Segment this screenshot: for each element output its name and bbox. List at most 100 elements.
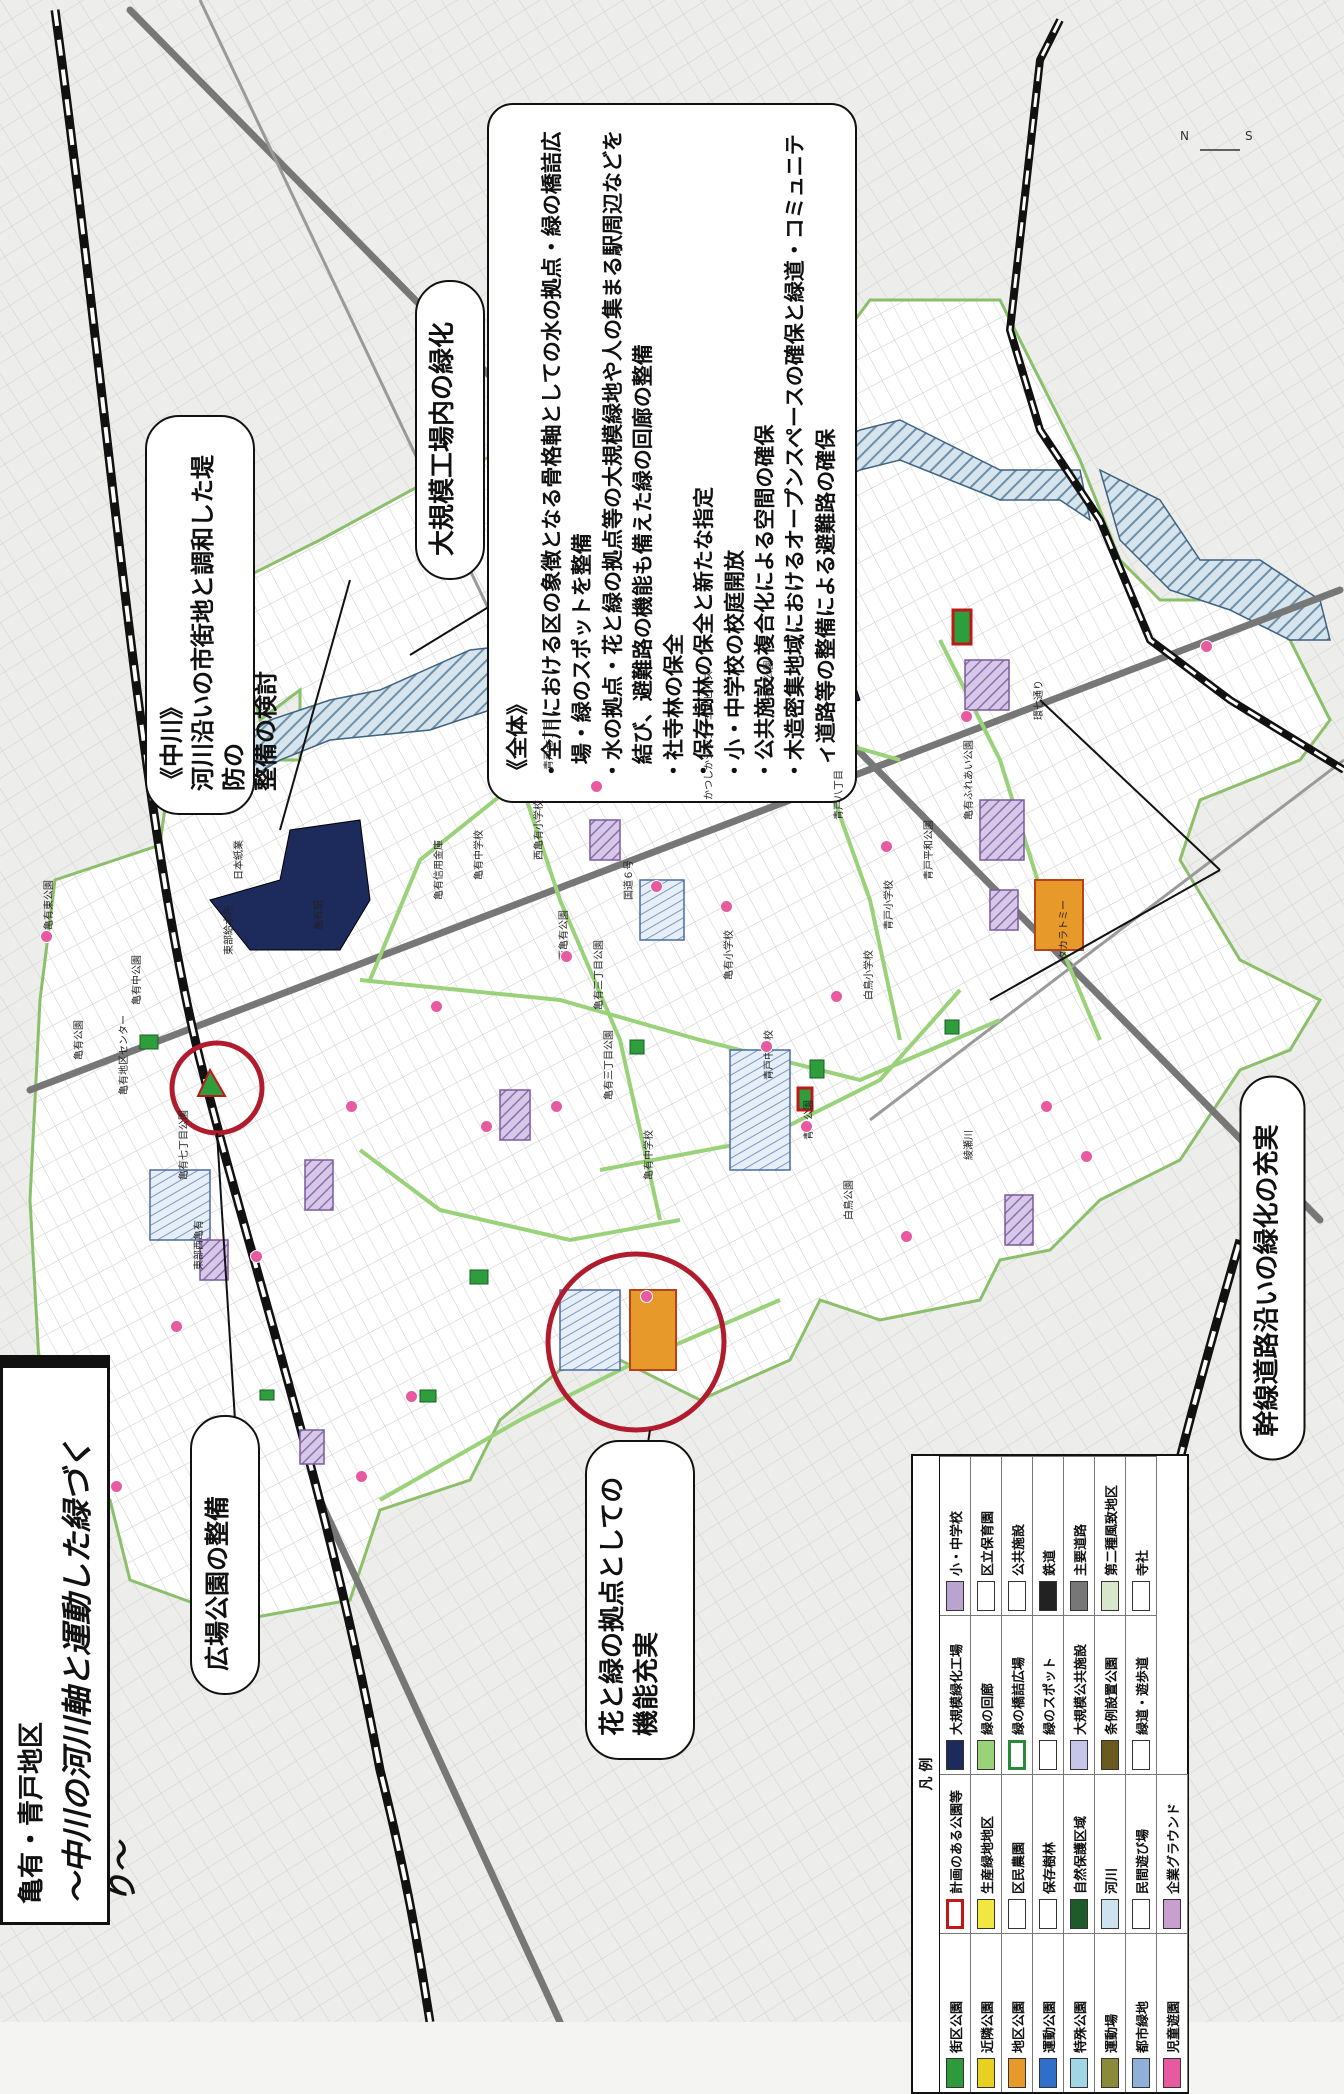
legend-swatch (1163, 1899, 1181, 1929)
legend-item: 保存樹林 (1033, 1774, 1064, 1933)
legend-swatch (1008, 2058, 1026, 2088)
park-kameari-fureai (629, 1289, 677, 1371)
road-north (316, 1496, 564, 2022)
map-place-label: 西亀有小学校 (534, 800, 545, 860)
callout-flower-hub: 花と緑の拠点としての 機能充実 (585, 1440, 695, 1760)
title-block: 亀有・青戸地区 〜中川の河川軸と運動した緑づくり〜 (0, 1365, 141, 1925)
legend-grid: 街区公園計画のある公園等大規模緑化工場小・中学校近隣公園生産緑地地区緑の回廊区立… (940, 1456, 1188, 2092)
map-place-label: かつしかシンフォニーヒルズ (704, 670, 715, 800)
map-place-label: 白鳥小学校 (864, 950, 875, 1000)
legend-swatch (977, 1740, 995, 1770)
legend-item: 緑道・遊歩道 (1126, 1615, 1157, 1774)
playground-marker (800, 1120, 813, 1133)
map-place-label: 青戸小学校 (884, 880, 895, 930)
legend-swatch (1101, 2058, 1119, 2088)
playground-marker (1200, 640, 1213, 653)
summary-box: 《全体》 ・全川における区の象徴となる骨格軸としての水の拠点・緑の橋詰広場・緑の… (487, 103, 857, 803)
legend-swatch (1039, 1740, 1057, 1770)
map-place-label: タカラトミー (1059, 900, 1070, 960)
legend-label: 緑のスポット (1042, 1656, 1058, 1735)
facility-blue-1 (639, 879, 685, 941)
map-place-label: 日本紙業 (234, 840, 245, 880)
legend-swatch (1008, 1899, 1026, 1929)
legend-swatch (1070, 1899, 1088, 1929)
summary-item: ・全川における区の象徴となる骨格軸としての水の拠点・緑の橋詰広場・緑のスポットを… (539, 131, 595, 781)
map-place-label: 白鳥公園 (844, 1180, 855, 1220)
legend-swatch (977, 1899, 995, 1929)
legend-label: 生産緑地地区 (980, 1815, 996, 1894)
legend-item: 緑の回廊 (971, 1615, 1002, 1774)
map-place-label: 亀有地区センター (119, 1015, 130, 1095)
legend-label: 児童遊園 (1166, 2000, 1182, 2053)
legend-swatch (1039, 1581, 1057, 1611)
legend-label: 大規模緑化工場 (949, 1643, 965, 1735)
legend-label: 都市緑地 (1135, 2000, 1151, 2053)
callout-nakagawa-line2: 河川沿いの市街地と調和した堤防の (189, 455, 249, 791)
summary-item: ・小・中学校の校庭開放 (722, 550, 747, 781)
legend-label: 公共施設 (1011, 1523, 1027, 1576)
map-place-label: 青戸平和公園 (924, 820, 935, 880)
playground-marker (760, 1040, 773, 1053)
legend-item: 運動公園 (1033, 1933, 1064, 2092)
playground-marker (355, 1470, 368, 1483)
playground-marker (640, 1290, 653, 1303)
legend-label: 区立保育園 (980, 1510, 996, 1576)
callout-nakagawa: 《中川》 河川沿いの市街地と調和した堤防の 整備の検討 (145, 415, 280, 815)
legend-swatch (1101, 1899, 1119, 1929)
legend-label: 特殊公園 (1073, 2000, 1089, 2053)
legend-swatch (1132, 1581, 1150, 1611)
map-place-label: 国道６号 (624, 860, 635, 900)
legend-item: 緑のスポット (1033, 1615, 1064, 1774)
legend-label: 区民農園 (1011, 1841, 1027, 1894)
map-place-label: 亀有公園 (74, 1020, 85, 1060)
legend-label: 寺社 (1135, 1549, 1151, 1576)
legend-item: 河川 (1095, 1774, 1126, 1933)
legend-label: 地区公園 (1011, 2000, 1027, 2053)
playground-marker (550, 1100, 563, 1113)
legend-label: 小・中学校 (949, 1510, 965, 1576)
legend-label: 近隣公園 (980, 2000, 996, 2053)
facility-blue-2 (149, 1169, 211, 1241)
map-place-label: 亀有東公園 (44, 880, 55, 930)
legend-title: 凡 例 (913, 1456, 940, 2092)
legend-label: 運動場 (1104, 2013, 1120, 2053)
playground-marker (40, 930, 53, 943)
legend-swatch (1070, 1740, 1088, 1770)
legend-swatch (1039, 1899, 1057, 1929)
playground-marker (900, 1230, 913, 1243)
facility-blue-4 (559, 1289, 621, 1371)
playground-marker (650, 880, 663, 893)
callout-flower-hub-line1: 花と緑の拠点としての (598, 1476, 628, 1736)
legend-item: 大規模公共施設 (1064, 1615, 1095, 1774)
legend-label: 緑の回廊 (980, 1682, 996, 1735)
playground-marker (1080, 1150, 1093, 1163)
callout-plaza-park: 広場公園の整備 (190, 1415, 260, 1695)
legend-swatch (946, 1581, 964, 1611)
route6-road (26, 586, 1344, 1094)
legend-swatch (1163, 2058, 1181, 2088)
playground-marker (590, 780, 603, 793)
playground-marker (830, 990, 843, 1003)
legend-item: 区民農園 (1002, 1774, 1033, 1933)
svg-text:S: S (1245, 129, 1253, 143)
legend-label: 条例設置公園 (1104, 1656, 1120, 1735)
legend-item: 小・中学校 (940, 1456, 971, 1615)
callout-trunk-road-text: 幹線道路沿いの緑化の充実 (1252, 1124, 1283, 1437)
river-east (1098, 468, 1331, 641)
callout-factory: 大規模工場内の緑化 (415, 280, 485, 580)
legend-swatch (1132, 2058, 1150, 2088)
legend-item: 区立保育園 (971, 1456, 1002, 1615)
legend-label: 大規模公共施設 (1073, 1643, 1089, 1735)
playground-marker (480, 1120, 493, 1133)
factory-nihon-shigyo (209, 819, 371, 951)
legend-swatch (1101, 1740, 1119, 1770)
north-arrow: N S (1180, 129, 1253, 151)
map-place-label: 亀有ふれあい公園 (964, 740, 975, 820)
legend-item: 生産緑地地区 (971, 1774, 1002, 1933)
legend-label: 緑道・遊歩道 (1135, 1656, 1151, 1735)
svg-text:N: N (1180, 129, 1189, 143)
map-place-label: 中川公園 (764, 660, 775, 700)
legend-label: 計画のある公園等 (949, 1789, 965, 1894)
map-place-label: 東部給水所 (224, 905, 235, 955)
map-place-label: 亀有中公園 (132, 955, 143, 1005)
